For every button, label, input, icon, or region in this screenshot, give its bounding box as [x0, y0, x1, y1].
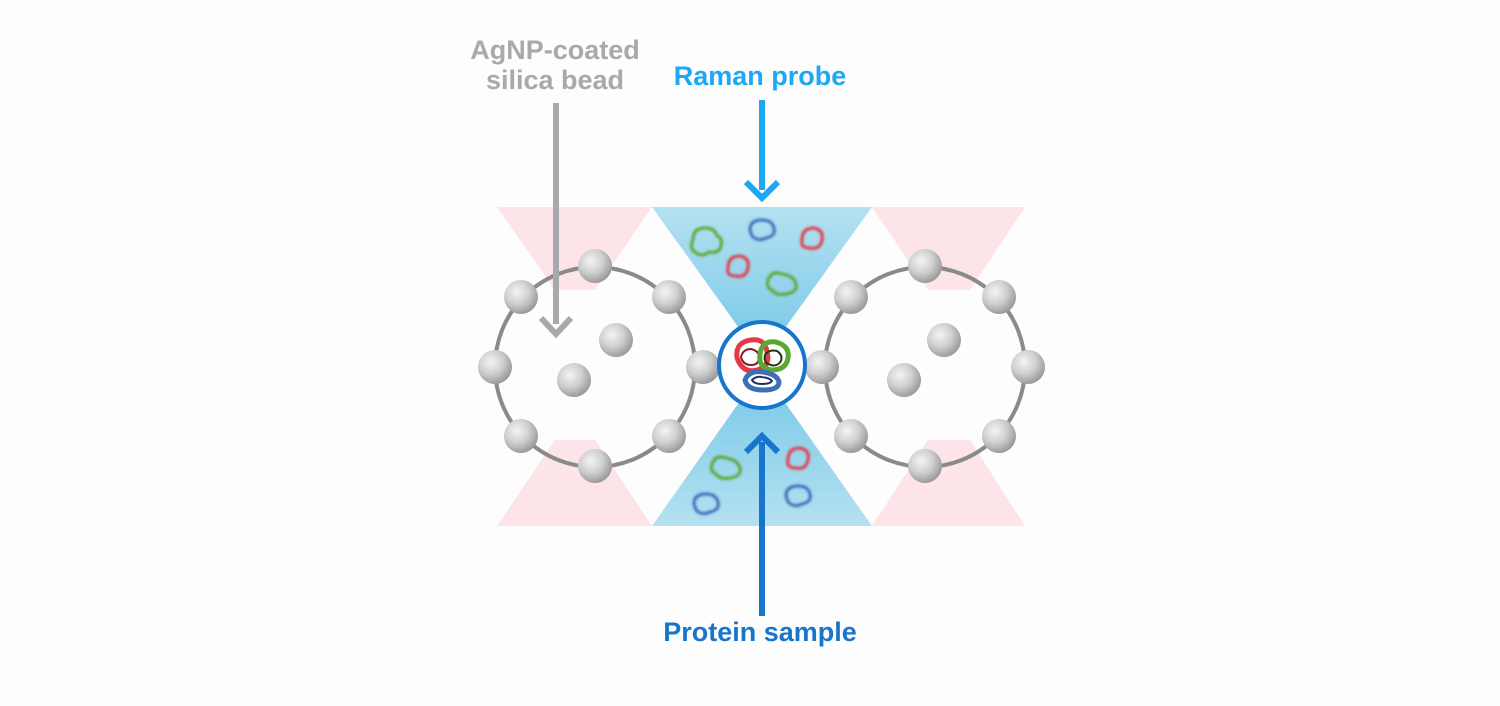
protein-icon [689, 226, 723, 257]
pink-beam-left [497, 207, 652, 526]
protein-icon [766, 271, 798, 296]
protein-icon [748, 218, 776, 242]
silver-nanoparticle-icon [805, 249, 1045, 483]
protein-icon [800, 226, 824, 250]
agnp-bead-label-line1: AgNP-coated [470, 35, 640, 65]
silica-bead-right [805, 249, 1045, 483]
silica-bead-left [478, 249, 720, 483]
arrow-up-icon [743, 431, 781, 616]
protein-icon [786, 446, 810, 470]
arrow-down-icon [743, 100, 781, 203]
agnp-bead-label-line2: silica bead [485, 64, 625, 95]
agnp-bead-label: AgNP-coated silica bead [440, 35, 670, 95]
hotspot-circle [717, 320, 807, 410]
raman-probe-label: Raman probe [673, 61, 847, 91]
pink-beam-right [872, 207, 1025, 526]
protein-icon [726, 254, 750, 278]
protein-icon [734, 337, 791, 393]
arrow-down-icon [538, 103, 574, 339]
raman-cone-top [652, 207, 872, 360]
protein-icon [784, 484, 812, 508]
silver-nanoparticle-icon [478, 249, 720, 483]
protein-icon [710, 455, 742, 480]
floating-proteins [689, 218, 824, 516]
protein-icon [692, 492, 720, 516]
protein-sample-label: Protein sample [663, 617, 857, 647]
